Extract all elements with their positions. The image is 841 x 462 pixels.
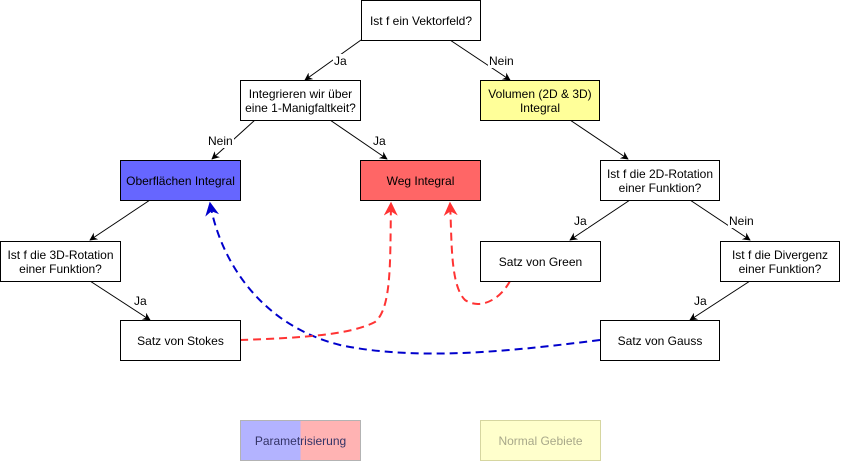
node-ist-3d-rotation: Ist f die 3D-Rotation einer Funktion? [0, 241, 121, 282]
edge-rot2d-green [569, 199, 631, 241]
node-satz-von-gauss: Satz von Gauss [600, 320, 720, 361]
blue-dashed-gauss-to-oberflaechen [205, 201, 601, 355]
node-oberflaechen-integral: Oberflächen Integral [120, 160, 241, 201]
node-ist-2d-rotation: Ist f die 2D-Rotation einer Funktion? [600, 160, 720, 201]
edge-label-nein: Nein [207, 134, 234, 148]
edge-rot3d-stokes [89, 280, 151, 321]
edge-label-ja: Ja [573, 214, 588, 228]
node-satz-von-stokes: Satz von Stokes [120, 320, 241, 361]
node-ist-vektorfeld: Ist f ein Vektorfeld? [361, 0, 481, 41]
edge-label-ja: Ja [693, 294, 708, 308]
node-volumen-integral: Volumen (2D & 3D) Integral [480, 80, 600, 121]
edge-label-nein: Nein [728, 214, 755, 228]
legend-normal-gebiete: Normal Gebiete [480, 420, 601, 461]
edge-volumen-rot2d [569, 119, 629, 160]
node-integrieren-1-mannigfaltigkeit: Integrieren wir über eine 1-Manigfaltkei… [240, 80, 361, 121]
red-dashed-stokes-to-weg [239, 201, 398, 341]
edge-vektorfeld-volumen [449, 39, 511, 81]
legend-parametrisierung-label: Parametrisierung [254, 433, 347, 448]
edge-integrieren-weg [329, 119, 388, 160]
edge-oberflaechen-rot3d [89, 199, 151, 241]
red-dashed-green-to-weg [443, 201, 511, 305]
edge-label-nein: Nein [488, 54, 515, 68]
edge-label-ja: Ja [133, 294, 148, 308]
legend-normal-gebiete-label: Normal Gebiete [498, 433, 583, 448]
node-ist-divergenz: Ist f die Divergenz einer Funktion? [720, 241, 840, 282]
edge-divergenz-gauss [689, 280, 751, 321]
edge-rot2d-divergenz [689, 199, 751, 241]
edge-label-ja: Ja [372, 134, 387, 148]
node-satz-von-green: Satz von Green [480, 241, 601, 282]
node-weg-integral: Weg Integral [360, 160, 481, 201]
legend-parametrisierung: Parametrisierung [240, 420, 361, 461]
edge-label-ja: Ja [333, 54, 348, 68]
